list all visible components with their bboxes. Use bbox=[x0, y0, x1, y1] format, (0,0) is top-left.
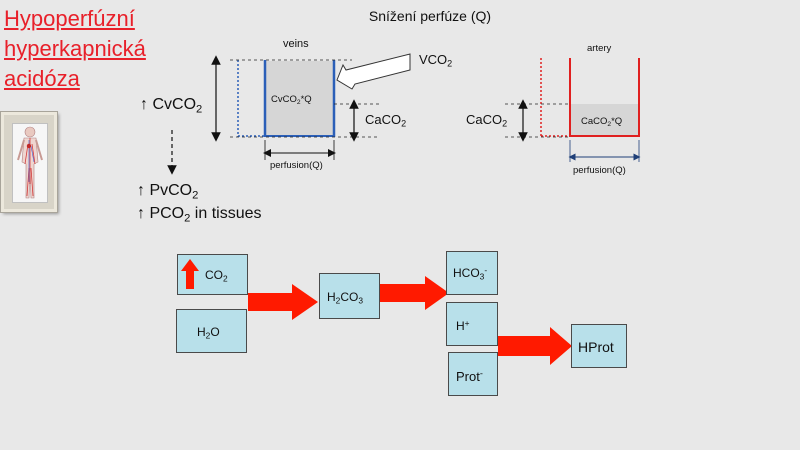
vco2-inflow-arrow-icon bbox=[336, 53, 411, 90]
pco2-suffix: in tissues bbox=[190, 205, 262, 222]
h-plus-box: H+ bbox=[446, 302, 498, 346]
co2-box: CO2 bbox=[177, 254, 248, 295]
veins-caco2-sub: 2 bbox=[401, 118, 407, 129]
veins-box-label-suffix: *Q bbox=[300, 94, 312, 105]
prot-base: Prot bbox=[456, 369, 480, 384]
h-plus-label: H+ bbox=[456, 319, 470, 333]
vco2-label: VCO2 bbox=[419, 52, 453, 69]
slide-heading: Snížení perfúze (Q) bbox=[0, 8, 800, 24]
h2o-sub: 2 bbox=[205, 330, 211, 341]
artery-perfusion-label: perfusion(Q) bbox=[573, 165, 626, 176]
h2co3-sub2: 3 bbox=[358, 295, 364, 306]
title-line-2: hyperkapnická bbox=[4, 36, 146, 61]
artery-box-label-suffix: *Q bbox=[611, 116, 623, 127]
vco2-label-sub: 2 bbox=[447, 58, 453, 69]
veins-box-label-sub: 2 bbox=[296, 98, 301, 106]
co2-sub: 2 bbox=[223, 273, 228, 284]
artery-box-label: CaCO2*Q bbox=[581, 116, 623, 128]
reaction-arrow-3-icon bbox=[498, 327, 572, 365]
anatomy-thumbnail bbox=[1, 112, 57, 212]
h2o-box: H2O bbox=[176, 309, 247, 353]
artery-box-label-base: CaCO bbox=[581, 116, 608, 127]
pvco2-up-arrow-icon: ↑ bbox=[137, 182, 145, 199]
hco3-sup: - bbox=[484, 264, 488, 275]
veins-label: veins bbox=[283, 38, 309, 50]
vco2-label-base: VCO bbox=[419, 52, 448, 67]
pvco2-base: PvCO bbox=[149, 182, 193, 199]
anatomy-figure bbox=[12, 123, 48, 203]
pco2-sub: 2 bbox=[184, 212, 191, 225]
cvco2-increase-label: ↑ CvCO2 bbox=[140, 96, 203, 116]
h2co3-box: H2CO3 bbox=[319, 273, 380, 319]
reaction-arrow-2-icon bbox=[380, 276, 449, 310]
prot-box: Prot- bbox=[448, 352, 498, 396]
slide-heading-text: Snížení perfúze (Q) bbox=[368, 8, 492, 24]
reaction-arrow-1-icon bbox=[248, 284, 318, 320]
title-line-1: Hypoperfúzní bbox=[4, 6, 135, 31]
cvco2-up-arrow-icon: ↑ bbox=[140, 96, 148, 113]
body-figure-icon bbox=[17, 126, 43, 199]
pco2-up-arrow-icon: ↑ bbox=[137, 205, 145, 222]
h-sup: + bbox=[464, 317, 470, 328]
h2co3-post: CO bbox=[340, 290, 359, 304]
hco3-base: HCO bbox=[453, 266, 480, 280]
hco3-label: HCO3- bbox=[453, 264, 488, 282]
hco3-sub: 3 bbox=[479, 271, 485, 282]
artery-label: artery bbox=[587, 43, 612, 54]
artery-box-label-sub: 2 bbox=[607, 120, 612, 128]
pco2-tissues-label: ↑ PCO2 in tissues bbox=[137, 205, 262, 225]
hprot-box: HProt bbox=[571, 324, 627, 368]
pco2-base: PCO bbox=[149, 205, 185, 222]
h2o-label: H2O bbox=[197, 325, 220, 341]
artery-caco2-base: CaCO bbox=[466, 112, 503, 127]
artery-caco2-sub: 2 bbox=[502, 118, 508, 129]
h2co3-label: H2CO3 bbox=[327, 290, 364, 306]
prot-label: Prot- bbox=[456, 369, 483, 384]
veins-box-label: CvCO2*Q bbox=[271, 94, 312, 106]
hprot-label: HProt bbox=[578, 339, 614, 355]
veins-content-rect bbox=[265, 61, 334, 136]
h-base: H bbox=[456, 319, 465, 333]
pvco2-increase-label: ↑ PvCO2 bbox=[137, 182, 199, 202]
veins-vessel bbox=[211, 55, 380, 160]
hco3-box: HCO3- bbox=[446, 251, 498, 295]
pvco2-sub: 2 bbox=[192, 189, 199, 202]
veins-box-label-base: CvCO bbox=[271, 94, 297, 105]
h2o-post: O bbox=[210, 325, 220, 339]
veins-perfusion-label: perfusion(Q) bbox=[270, 160, 323, 171]
title-line-3: acidóza bbox=[4, 66, 80, 91]
h2o-pre: H bbox=[197, 325, 206, 339]
prot-sup: - bbox=[479, 368, 483, 379]
artery-vessel bbox=[505, 58, 641, 162]
h2co3-sub: 2 bbox=[335, 295, 341, 306]
co2-label: CO2 bbox=[205, 268, 228, 284]
artery-caco2-label: CaCO2 bbox=[466, 112, 508, 129]
veins-caco2-label: CaCO2 bbox=[365, 112, 407, 129]
veins-caco2-base: CaCO bbox=[365, 112, 402, 127]
cvco2-sub: 2 bbox=[196, 103, 203, 116]
h2co3-pre: H bbox=[327, 290, 336, 304]
cvco2-base: CvCO bbox=[152, 96, 197, 113]
co2-increase-arrow-icon bbox=[181, 259, 199, 289]
artery-content-rect bbox=[570, 104, 639, 136]
co2-base: CO bbox=[205, 268, 223, 282]
